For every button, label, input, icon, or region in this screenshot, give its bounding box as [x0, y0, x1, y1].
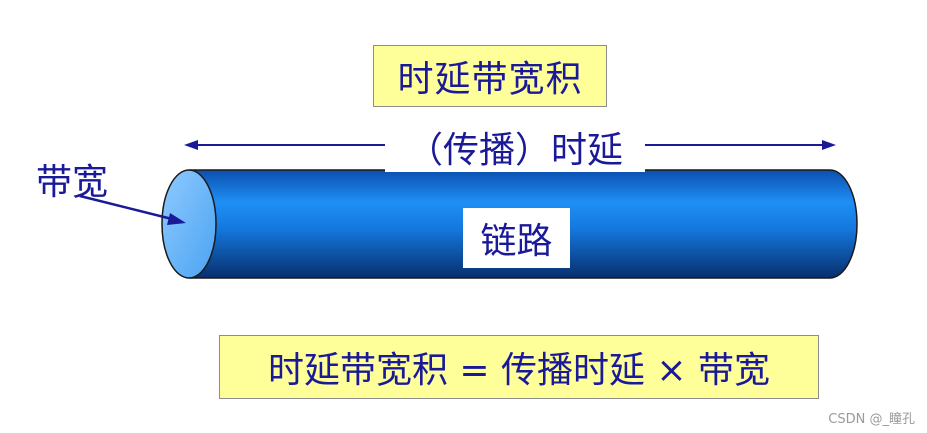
formula-box: 时延带宽积 = 传播时延 × 带宽 — [219, 335, 819, 399]
watermark: CSDN @_瞳孔 — [828, 408, 915, 427]
link-label: 链路 — [463, 208, 570, 268]
formula-text: 时延带宽积 = 传播时延 × 带宽 — [268, 341, 770, 393]
title-text: 时延带宽积 — [397, 50, 582, 102]
title-box: 时延带宽积 — [373, 45, 607, 107]
propagation-delay-label: （传播）时延 — [385, 122, 645, 172]
propagation-delay-text: （传播）时延 — [407, 121, 623, 173]
link-label-text: 链路 — [480, 212, 552, 264]
bandwidth-label: 带宽 — [36, 153, 108, 205]
